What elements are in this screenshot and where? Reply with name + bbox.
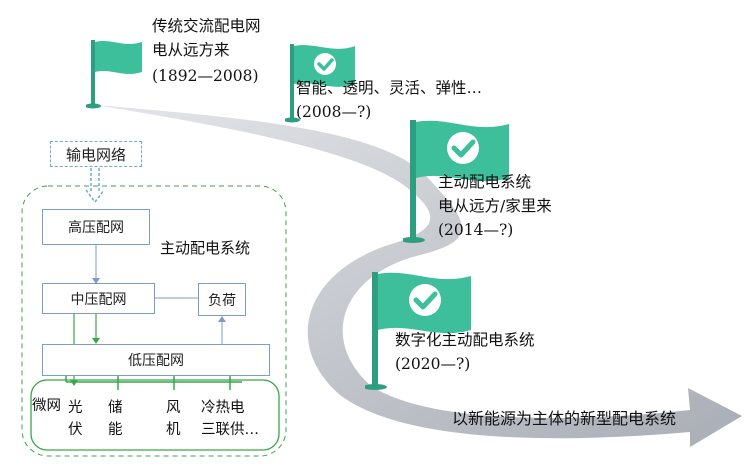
pv-label-1: 光 xyxy=(68,400,83,416)
flag-icon xyxy=(86,40,142,109)
wind-label-2: 机 xyxy=(166,422,181,438)
load-box: 负荷 xyxy=(198,283,246,316)
medium-voltage-box: 中压配网 xyxy=(42,283,155,314)
milestone-2-line1: 智能、透明、灵活、弹性… xyxy=(296,79,483,97)
wind-label-1: 风 xyxy=(166,400,181,416)
storage-label-2: 能 xyxy=(108,422,123,438)
flag-check-icon xyxy=(365,272,471,390)
flag-check-icon xyxy=(285,44,355,123)
cchp-label-2: 三联供… xyxy=(201,422,259,438)
transmission-network-box: 输电网络 xyxy=(50,141,142,167)
high-voltage-box: 高压配网 xyxy=(42,209,150,245)
milestone-3-years: (2014—?) xyxy=(438,221,514,239)
milestone-4-line1: 数字化主动配电系统 xyxy=(395,331,535,349)
milestone-1-line2: 电从远方来 xyxy=(152,41,230,59)
pv-label-2: 伏 xyxy=(68,422,83,438)
active-distribution-boundary xyxy=(21,185,287,457)
milestone-4-years: (2020—?) xyxy=(395,355,471,373)
cchp-label-1: 冷热电 xyxy=(201,400,245,416)
microgrid-boundary xyxy=(30,379,280,451)
milestone-2-years: (2008—?) xyxy=(296,103,372,121)
milestone-3-line2: 电从远方/家里来 xyxy=(438,197,552,215)
microgrid-label: 微网 xyxy=(32,398,61,414)
storage-label-1: 储 xyxy=(108,400,123,416)
milestone-1-line1: 传统交流配电网 xyxy=(152,17,261,35)
arrow-label: 以新能源为主体的新型配电系统 xyxy=(452,409,677,428)
low-voltage-box: 低压配网 xyxy=(42,344,270,376)
system-title: 主动配电系统 xyxy=(160,239,251,257)
milestone-1-years: (1892—2008) xyxy=(152,67,259,85)
flag-check-icon xyxy=(403,120,509,243)
milestone-3-line1: 主动配电系统 xyxy=(438,173,532,191)
